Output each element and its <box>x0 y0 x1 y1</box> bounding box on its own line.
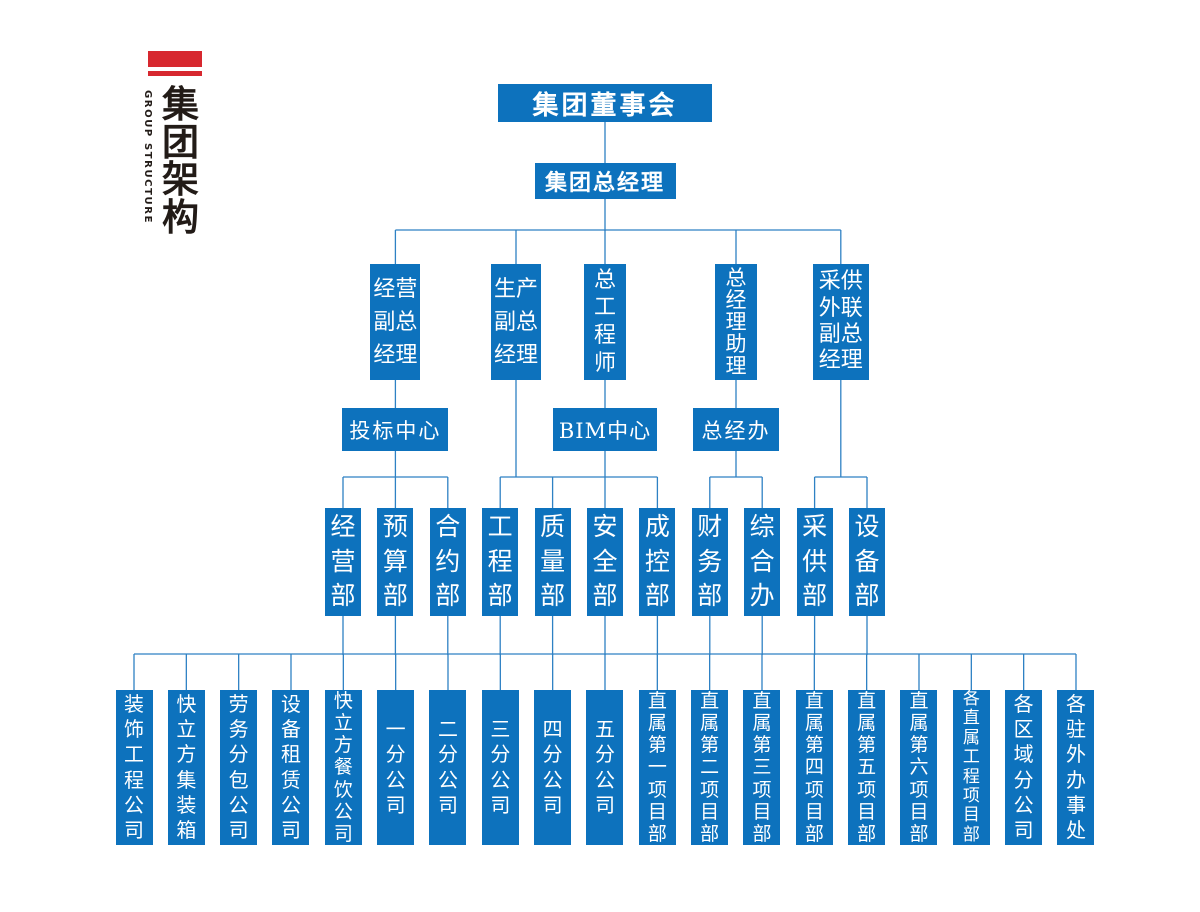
org-node-sub-direct-project-5-label: 直属第五项目部 <box>857 690 877 845</box>
org-node-sub-branch-4: 四分公司 <box>534 690 572 845</box>
org-node-dept-procurement: 采供部 <box>796 508 833 616</box>
org-node-dept-general-affairs-label: 综合办 <box>749 511 775 611</box>
org-node-sub-direct-project-1: 直属第一项目部 <box>638 690 676 845</box>
org-node-sub-direct-project-5: 直属第五项目部 <box>848 690 886 845</box>
org-node-sub-branch-5-label: 五分公司 <box>594 717 615 817</box>
org-node-sub-direct-project-6-label: 直属第六项目部 <box>909 690 929 845</box>
org-node-dept-quality-label: 质量部 <box>540 511 566 611</box>
org-node-sub-labor-subcontract: 劳务分包公司 <box>220 690 258 845</box>
org-node-sub-overseas-offices: 各驻外办事处 <box>1057 690 1095 845</box>
org-node-sub-direct-project-1-label: 直属第一项目部 <box>647 690 667 845</box>
org-node-sub-branch-2: 二分公司 <box>429 690 467 845</box>
org-node-sub-branch-3-label: 三分公司 <box>490 717 511 817</box>
org-node-gm-office: 总经办 <box>693 408 779 451</box>
logo-title-en: GROUP STRUCTURE <box>142 90 153 224</box>
org-node-sub-direct-project-3: 直属第三项目部 <box>743 690 781 845</box>
org-node-dept-equipment: 设备部 <box>849 508 885 616</box>
org-node-sub-branch-1: 一分公司 <box>377 690 415 845</box>
org-node-supply-liaison-vp: 采供外联副总经理 <box>812 264 869 380</box>
org-node-gm-office-label: 总经办 <box>701 418 771 443</box>
org-node-sub-regional-branches: 各区域分公司 <box>1005 690 1043 845</box>
org-node-sub-direct-project-3-label: 直属第三项目部 <box>752 690 772 845</box>
org-node-dept-quality: 质量部 <box>534 508 571 616</box>
org-node-group-gm-label: 集团总经理 <box>544 171 665 196</box>
logo-title-cn: 集团架构 <box>162 83 199 240</box>
org-node-dept-budget-label: 预算部 <box>382 511 408 611</box>
logo-red-bar-thin <box>148 71 202 76</box>
logo-red-bar-thick <box>148 51 202 67</box>
org-node-sub-direct-project-6: 直属第六项目部 <box>900 690 938 845</box>
org-node-sub-overseas-offices-label: 各驻外办事处 <box>1065 691 1086 842</box>
org-node-sub-cube-container: 快立方集装箱 <box>167 690 205 845</box>
org-node-operations-vp: 经营副总经理 <box>370 264 421 380</box>
org-node-sub-equipment-leasing: 设备租赁公司 <box>272 690 310 845</box>
org-node-sub-direct-project-4: 直属第四项目部 <box>795 690 833 845</box>
org-node-dept-finance-label: 财务部 <box>697 511 723 611</box>
org-node-bim-center-label: BIM中心 <box>558 418 652 443</box>
org-node-board-label: 集团董事会 <box>532 90 678 121</box>
org-node-sub-direct-project-2-label: 直属第二项目部 <box>700 690 720 845</box>
org-node-sub-branch-2-label: 二分公司 <box>437 717 458 817</box>
org-node-production-vp-label: 生产副总经理 <box>493 276 538 368</box>
org-node-dept-cost-control-label: 成控部 <box>644 511 670 611</box>
org-node-production-vp: 生产副总经理 <box>491 264 541 380</box>
org-node-sub-cube-catering: 快立方餐饮公司 <box>324 690 362 845</box>
org-node-dept-operations-label: 经营部 <box>330 511 356 611</box>
org-node-sub-labor-subcontract-label: 劳务分包公司 <box>228 691 249 842</box>
org-node-operations-vp-label: 经营副总经理 <box>373 276 418 368</box>
org-node-sub-branch-5: 五分公司 <box>586 690 624 845</box>
org-node-sub-branch-1-label: 一分公司 <box>385 717 406 817</box>
org-node-sub-cube-container-label: 快立方集装箱 <box>176 691 197 842</box>
org-node-sub-direct-project-2: 直属第二项目部 <box>691 690 729 845</box>
org-node-supply-liaison-vp-label: 采供外联副总经理 <box>818 269 863 374</box>
org-node-sub-equipment-leasing-label: 设备租赁公司 <box>280 691 301 842</box>
org-node-sub-decoration-engineering-label: 装饰工程公司 <box>124 691 144 842</box>
org-node-sub-branch-4-label: 四分公司 <box>542 717 563 817</box>
org-node-gm-assistant-label: 总经理助理 <box>725 265 747 379</box>
org-node-dept-budget: 预算部 <box>377 508 414 616</box>
org-node-group-gm: 集团总经理 <box>534 163 676 199</box>
org-node-dept-procurement-label: 采供部 <box>802 511 828 611</box>
org-node-dept-equipment-label: 设备部 <box>854 511 880 611</box>
org-node-dept-engineering-label: 工程部 <box>487 511 513 611</box>
org-node-chief-engineer-label: 总工程师 <box>593 267 616 376</box>
org-node-sub-branch-3: 三分公司 <box>481 690 519 845</box>
org-node-dept-operations: 经营部 <box>325 508 361 616</box>
org-node-bidding-center: 投标中心 <box>342 408 449 451</box>
org-node-dept-contract: 合约部 <box>429 508 466 616</box>
org-node-dept-general-affairs: 综合办 <box>744 508 781 616</box>
org-node-sub-regional-branches-label: 各区域分公司 <box>1013 691 1034 842</box>
org-node-dept-engineering: 工程部 <box>482 508 519 616</box>
org-node-dept-cost-control: 成控部 <box>639 508 676 616</box>
org-node-sub-direct-projects-all: 各直属工程项目部 <box>952 689 990 845</box>
org-node-bidding-center-label: 投标中心 <box>349 418 442 443</box>
org-node-sub-direct-project-4-label: 直属第四项目部 <box>804 690 824 845</box>
org-node-sub-decoration-engineering: 装饰工程公司 <box>115 690 153 845</box>
org-node-board: 集团董事会 <box>498 84 712 122</box>
org-node-dept-contract-label: 合约部 <box>435 511 461 611</box>
org-node-dept-finance: 财务部 <box>691 508 728 616</box>
org-node-chief-engineer: 总工程师 <box>584 264 626 380</box>
org-node-gm-assistant: 总经理助理 <box>715 264 757 380</box>
org-node-dept-safety: 安全部 <box>587 508 623 616</box>
org-node-dept-safety-label: 安全部 <box>592 511 618 611</box>
org-node-sub-cube-catering-label: 快立方餐饮公司 <box>333 690 353 845</box>
org-node-bim-center: BIM中心 <box>553 408 657 451</box>
org-node-sub-direct-projects-all-label: 各直属工程项目部 <box>962 689 980 845</box>
